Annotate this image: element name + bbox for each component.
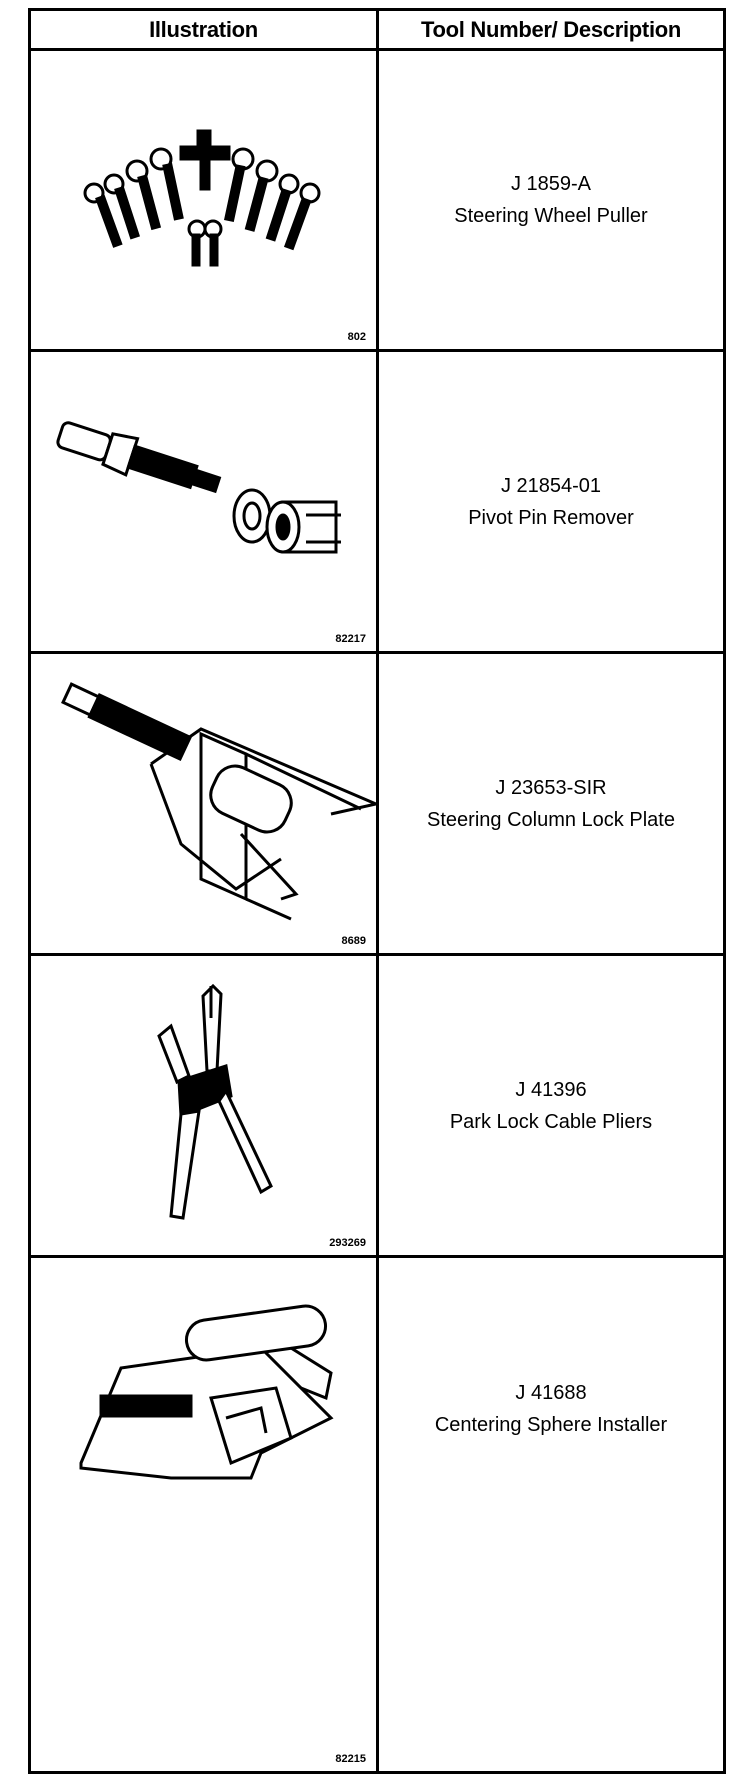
tool-number: J 1859-A [510, 173, 592, 195]
tool-description: Centering Sphere Installer [434, 1414, 668, 1436]
figure-number: 8689 [341, 935, 366, 947]
tool-description-cell: J 23653-SIR Steering Column Lock Plate [379, 654, 723, 953]
steering-wheel-puller-icon: 802 [31, 51, 376, 349]
table-row: 802 J 1859-A Steering Wheel Puller [31, 51, 723, 352]
tool-description-cell: J 41688 Centering Sphere Installer [379, 1258, 723, 1560]
tool-description: Pivot Pin Remover [468, 506, 634, 529]
tool-number: J 41396 [515, 1078, 587, 1101]
figure-number: 293269 [329, 1237, 366, 1249]
table-row: 82215 J 41688 Centering Sphere Installer [31, 1258, 723, 1771]
figure-number: 802 [347, 331, 366, 343]
tool-table: Illustration Tool Number/ Description [28, 8, 726, 1774]
table-row: 82217 J 21854-01 Pivot Pin Remover [31, 352, 723, 654]
pliers-icon: 293269 [31, 956, 376, 1255]
tool-description: Steering Wheel Puller [454, 205, 648, 227]
lock-plate-compressor-icon: 8689 [31, 654, 376, 953]
pivot-pin-remover-icon: 82217 [31, 352, 376, 651]
table-row: 8689 J 23653-SIR Steering Column Lock Pl… [31, 654, 723, 956]
column-divider [376, 11, 379, 1771]
tool-description-cell: J 41396 Park Lock Cable Pliers [379, 956, 723, 1255]
tool-description: Steering Column Lock Plate [427, 808, 675, 831]
tool-number: J 41688 [515, 1382, 587, 1404]
figure-number: 82215 [335, 1753, 366, 1765]
centering-sphere-installer-icon: 82215 [31, 1258, 376, 1771]
tool-description-cell: J 21854-01 Pivot Pin Remover [379, 352, 723, 651]
table-header: Illustration Tool Number/ Description [31, 11, 723, 51]
tool-number: J 23653-SIR [495, 776, 607, 799]
header-illustration: Illustration [149, 17, 258, 42]
tool-description: Park Lock Cable Pliers [449, 1110, 653, 1133]
table-row: 293269 J 41396 Park Lock Cable Pliers [31, 956, 723, 1258]
tool-number: J 21854-01 [500, 474, 602, 497]
header-tool-description: Tool Number/ Description [420, 17, 682, 42]
figure-number: 82217 [335, 633, 366, 645]
tool-description-cell: J 1859-A Steering Wheel Puller [379, 51, 723, 349]
